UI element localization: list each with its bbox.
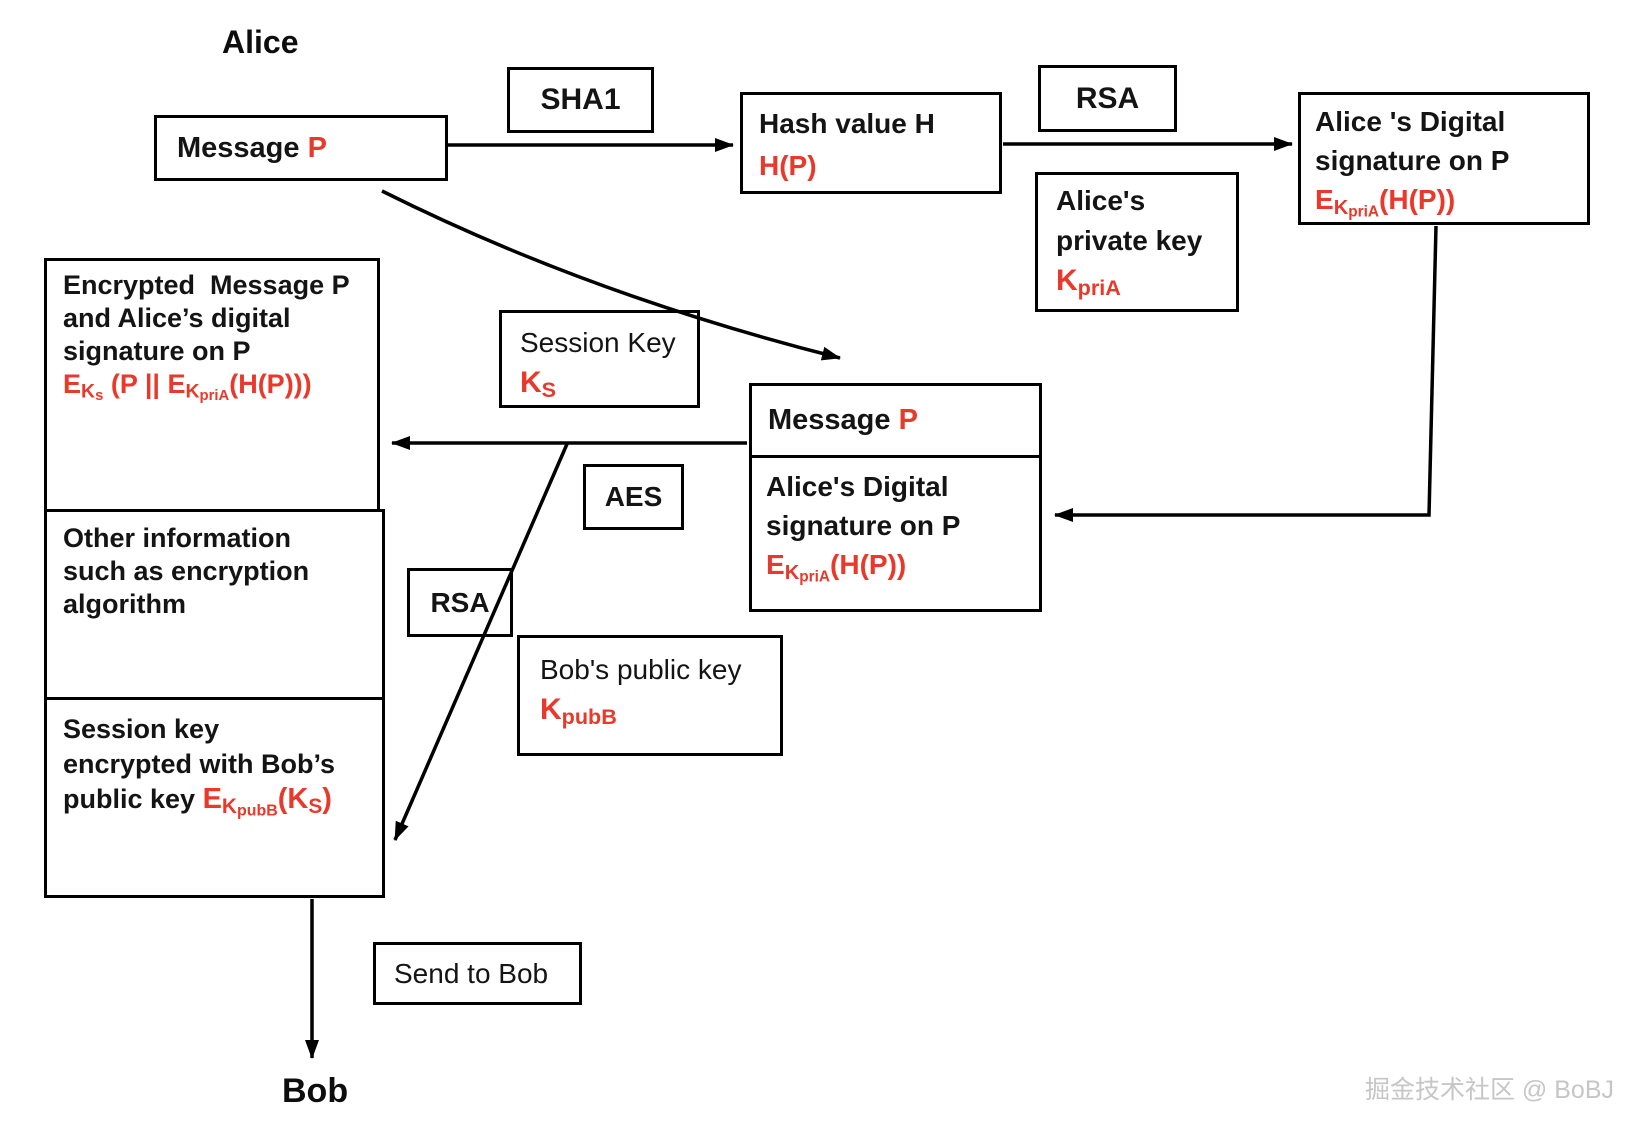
rsa-mid-box: RSA (407, 568, 513, 637)
bob-heading: Bob (282, 1072, 349, 1110)
session-key-box: Session Key KS (499, 310, 700, 408)
session-key-formula: KS (520, 366, 557, 403)
watermark: 掘金技术社区 @ BoBJ (1364, 1076, 1614, 1104)
alice-sig-top-formula: EKpriA(H(P)) (1315, 184, 1456, 221)
other-info-line1: Other information (63, 523, 291, 553)
alice-priv-key-formula: KpriA (1056, 264, 1121, 301)
hash-value-label: Hash value H (759, 108, 935, 139)
session-key-encrypted-box: Session key encrypted with Bob’s public … (44, 697, 385, 898)
bobs-public-key-box: Bob's public key KpubB (517, 635, 783, 756)
alice-sig-mid-line2: signature on P (766, 510, 961, 541)
alice-sig-mid-formula: EKpriA(H(P)) (766, 549, 907, 586)
bobs-pub-key-formula: KpubB (540, 693, 617, 730)
alice-heading: Alice (222, 24, 299, 60)
sha1-label: SHA1 (540, 83, 621, 116)
message-p-mid-label: Message P (768, 404, 918, 436)
hash-formula: H(P) (759, 150, 817, 181)
message-p-top-label: Message P (177, 131, 327, 164)
encrypted-message-box: Encrypted Message P and Alice’s digital … (44, 258, 380, 512)
rsa-top-box: RSA (1038, 65, 1177, 132)
alice-sig-top-line1: Alice 's Digital (1315, 106, 1506, 137)
alice-priv-line1: Alice's (1056, 185, 1146, 216)
encrypted-line3: signature on P (63, 336, 251, 366)
encrypted-formula: EKs (P || EKpriA(H(P))) (63, 369, 312, 405)
session-key-label: Session Key (520, 327, 676, 358)
session-enc-line1: Session key (63, 714, 220, 744)
session-enc-line3: public key EKpubB(KS) (63, 783, 332, 820)
arrow-rsa-to-session-enc (393, 443, 569, 841)
aes-box: AES (583, 464, 684, 530)
alice-priv-line2: private key (1056, 225, 1203, 256)
session-enc-line2: encrypted with Bob’s (63, 749, 336, 779)
other-info-line3: algorithm (63, 589, 187, 619)
alice-private-key-box: Alice's private key KpriA (1035, 172, 1239, 312)
encrypted-line1: Encrypted Message P (63, 270, 350, 300)
alice-signature-mid-box: Alice's Digital signature on P EKpriA(H(… (749, 455, 1042, 612)
bobs-pub-key-label: Bob's public key (540, 654, 742, 685)
send-to-bob-label: Send to Bob (394, 957, 549, 989)
other-info-line2: such as encryption (63, 556, 310, 586)
arrow-message-to-message-mid (381, 189, 841, 361)
alice-sig-mid-line1: Alice's Digital (766, 471, 949, 502)
send-to-bob-box: Send to Bob (373, 942, 582, 1005)
aes-label: AES (604, 481, 663, 512)
arrow-signature-to-signature-mid (1054, 225, 1438, 522)
alice-signature-top-box: Alice 's Digital signature on P EKpriA(H… (1298, 92, 1590, 225)
rsa-mid-label: RSA (430, 586, 490, 618)
message-p-top-box: Message P (154, 115, 448, 181)
encrypted-line2: and Alice’s digital (63, 303, 291, 333)
alice-sig-top-line2: signature on P (1315, 145, 1510, 176)
rsa-top-label: RSA (1075, 81, 1140, 115)
hash-value-box: Hash value H H(P) (740, 92, 1002, 194)
sha1-box: SHA1 (507, 67, 654, 133)
